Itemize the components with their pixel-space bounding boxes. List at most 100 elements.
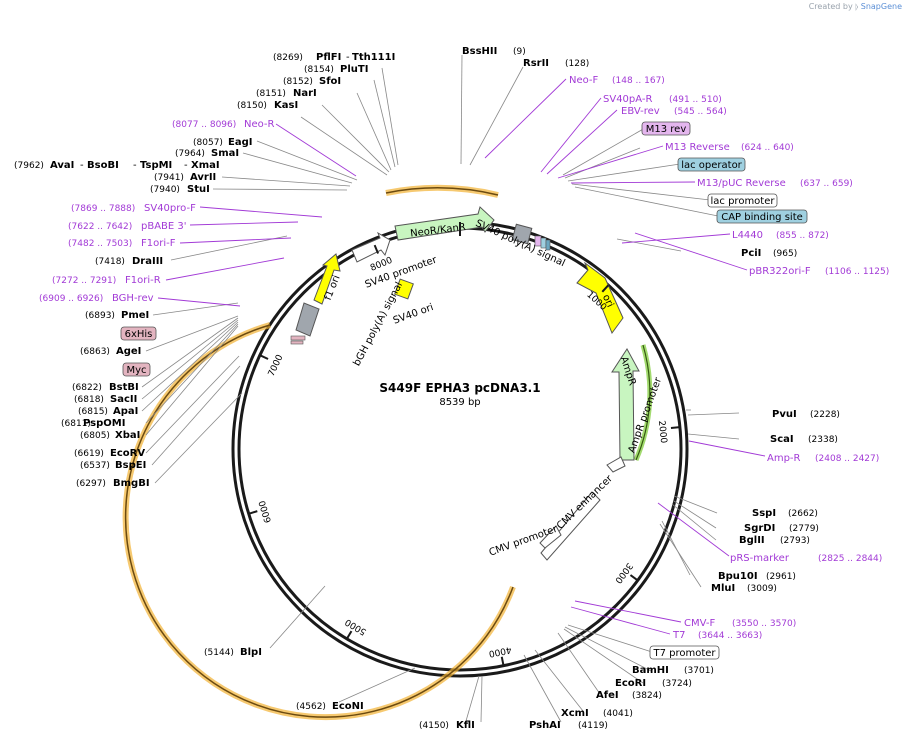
enzyme-label: DraIII xyxy=(132,256,163,267)
primer-range: (148 .. 167) xyxy=(612,76,665,86)
t7-promoter-box xyxy=(649,645,720,660)
enzyme-label: AvaI xyxy=(50,160,74,171)
enzyme-label: ApaI xyxy=(113,406,138,417)
f1-ori-feature xyxy=(313,253,341,305)
primer-leader-lines xyxy=(157,78,766,635)
primer-range: (8077 .. 8096) xyxy=(172,120,236,130)
orf-arc-top-line xyxy=(385,187,499,196)
his-feature-mark xyxy=(290,335,306,341)
m13-rev-label: M13 rev xyxy=(646,124,687,135)
feature-label-sv40-ori: SV40 ori xyxy=(392,302,435,327)
enzyme-label: AvrII xyxy=(190,172,216,183)
enzyme-position: (8150) xyxy=(237,101,267,111)
myc-tag-label: Myc xyxy=(126,365,146,376)
leader-lines xyxy=(141,54,740,723)
enzyme-position: (3824) xyxy=(632,691,662,701)
primer-label: F1ori-R xyxy=(125,275,161,286)
enzyme-position: (8154) xyxy=(304,65,334,75)
tick-mark xyxy=(373,244,380,254)
primer-range: (7482 .. 7503) xyxy=(68,239,132,249)
enzyme-label: KflI xyxy=(456,720,475,731)
tick-mark xyxy=(629,574,639,582)
enzyme-position: (6815) xyxy=(78,407,108,417)
sv40-polya-feature xyxy=(511,223,533,245)
enzyme-position: (9) xyxy=(513,47,526,57)
tick-mark xyxy=(601,284,610,293)
primer-range: (2825 .. 2844) xyxy=(818,554,882,564)
primer-label: SV40pA-R xyxy=(603,94,652,105)
tick-label: 4000 xyxy=(488,644,513,658)
orf-arc-green-line xyxy=(635,344,651,461)
enzyme-label: XmaI xyxy=(191,160,220,171)
enzyme-position: (4041) xyxy=(603,709,633,719)
enzyme-position: (965) xyxy=(773,249,797,259)
enzyme-position: (7418) xyxy=(95,257,125,267)
map-title: S449F EPHA3 pcDNA3.1 xyxy=(379,381,540,395)
enzyme-label: SacII xyxy=(110,394,137,405)
enzyme-position: (8057) xyxy=(193,138,223,148)
enzyme-label: XbaI xyxy=(115,430,140,441)
enzyme-label: EcoRV xyxy=(110,448,145,459)
enzyme-position: (2662) xyxy=(788,509,818,519)
primer-label: Neo-F xyxy=(569,75,599,86)
enzyme-label: PciI xyxy=(741,248,761,259)
credit: Created by ⦊ SnapGene xyxy=(809,2,902,12)
enzyme-label: PflFI xyxy=(316,52,341,63)
enzyme-label: PvuI xyxy=(772,409,797,420)
cmv-enhancer-feature xyxy=(540,491,601,561)
enzyme-label: ScaI xyxy=(770,434,794,445)
tick-mark xyxy=(670,426,681,430)
tick-mark xyxy=(248,510,258,515)
enzyme-label: AfeI xyxy=(596,690,619,701)
primer-label: Amp-R xyxy=(767,453,801,464)
orf-arc-bottom-line xyxy=(124,324,514,718)
his-tag-box xyxy=(120,326,157,341)
myc-tag-box xyxy=(122,362,151,377)
enzyme-label: TspMI xyxy=(140,160,172,171)
enzyme-position: (7941) xyxy=(154,173,184,183)
enzyme-label: XcmI xyxy=(561,708,589,719)
enzyme-label: SgrDI xyxy=(744,523,775,534)
enzyme-position: (6297) xyxy=(76,479,106,489)
enzyme-label: PmeI xyxy=(121,310,149,321)
primer-label: L4440 xyxy=(732,230,763,241)
feature-label-cmv-enhancer: CMV enhancer xyxy=(555,473,616,532)
map-length: 8539 bp xyxy=(439,397,480,408)
tick-label: 7000 xyxy=(267,353,286,378)
enzyme-position: (2779) xyxy=(789,524,819,534)
enzyme-position: (5144) xyxy=(204,648,234,658)
enzyme-position: (6893) xyxy=(85,311,115,321)
enzyme-position: (6805) xyxy=(80,431,110,441)
primer-label: T7 xyxy=(672,630,685,641)
enzyme-label: BlpI xyxy=(240,647,262,658)
primer-label: pBR322ori-F xyxy=(749,266,811,277)
enzyme-position: (2338) xyxy=(808,435,838,445)
enzyme-position: (4150) xyxy=(419,721,449,731)
enzyme-label: KasI xyxy=(274,100,298,111)
enzyme-separator: - xyxy=(346,52,350,63)
enzyme-label: NarI xyxy=(293,88,317,99)
enzyme-label: BmgBI xyxy=(113,478,150,489)
tick-mark xyxy=(500,656,505,666)
primer-range: (6909 .. 6926) xyxy=(39,294,103,304)
enzyme-position: (6537) xyxy=(80,461,110,471)
primer-range: (2408 .. 2427) xyxy=(815,454,879,464)
lac-op-mark xyxy=(540,237,547,249)
primer-label: SV40pro-F xyxy=(144,203,196,214)
cap-binding-site-box xyxy=(716,209,808,224)
enzyme-position: (2793) xyxy=(780,536,810,546)
credit-prefix: Created by xyxy=(808,2,853,11)
lac-promoter-box xyxy=(707,193,778,208)
enzyme-label: MluI xyxy=(711,583,735,594)
primer-range: (855 .. 872) xyxy=(776,231,829,241)
enzyme-position: (7940) xyxy=(150,185,180,195)
enzyme-position: (8269) xyxy=(273,53,303,63)
primer-range: (637 .. 659) xyxy=(800,179,853,189)
enzyme-position: (6822) xyxy=(72,383,102,393)
neo-feature xyxy=(394,206,495,241)
enzyme-label: RsrII xyxy=(523,58,549,69)
feature-label-ori: ori xyxy=(600,293,615,309)
tick-mark xyxy=(259,354,269,360)
primer-range: (7869 .. 7888) xyxy=(71,204,135,214)
t7-promoter-label: T7 promoter xyxy=(652,648,716,659)
